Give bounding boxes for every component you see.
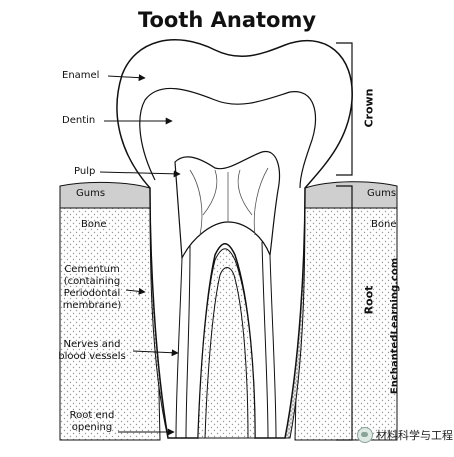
label-pulp: Pulp [74,166,96,177]
label-gums-right: Gums [367,188,397,199]
crown-bracket [336,42,353,176]
root-bracket [336,185,353,441]
pointer-arrows [99,74,181,436]
label-enamel: Enamel [62,70,100,81]
gum-left [59,181,155,209]
label-crown: Crown [362,88,376,128]
nerve-branches [189,167,269,236]
root-canal-left-inner [185,244,191,439]
watermark-text: 材料科学与工程 [376,429,453,442]
label-bone-left: Bone [81,219,107,230]
site-credit: EnchantedLearning.com [389,257,401,395]
root-canal-right-inner [261,241,269,439]
wechat-icon [357,427,373,443]
label-root: Root [362,285,376,315]
gum-right [300,181,398,209]
pulp-chamber [174,151,281,261]
label-nerves: Nerves and blood vessels [58,339,126,362]
root-canal-right [269,254,277,439]
label-gums-left: Gums [76,188,106,199]
watermark: 材料科学与工程 [357,427,453,443]
label-bone-right: Bone [371,219,397,230]
dentin-outline [139,87,317,189]
diagram-title: Tooth Anatomy [137,8,317,32]
label-root-end: Root end opening [69,410,115,433]
interroot-bone [197,248,256,439]
label-cementum: Cementum (containing Periodontal membran… [62,264,122,311]
interroot-cementum [204,267,249,439]
label-dentin: Dentin [62,115,96,126]
